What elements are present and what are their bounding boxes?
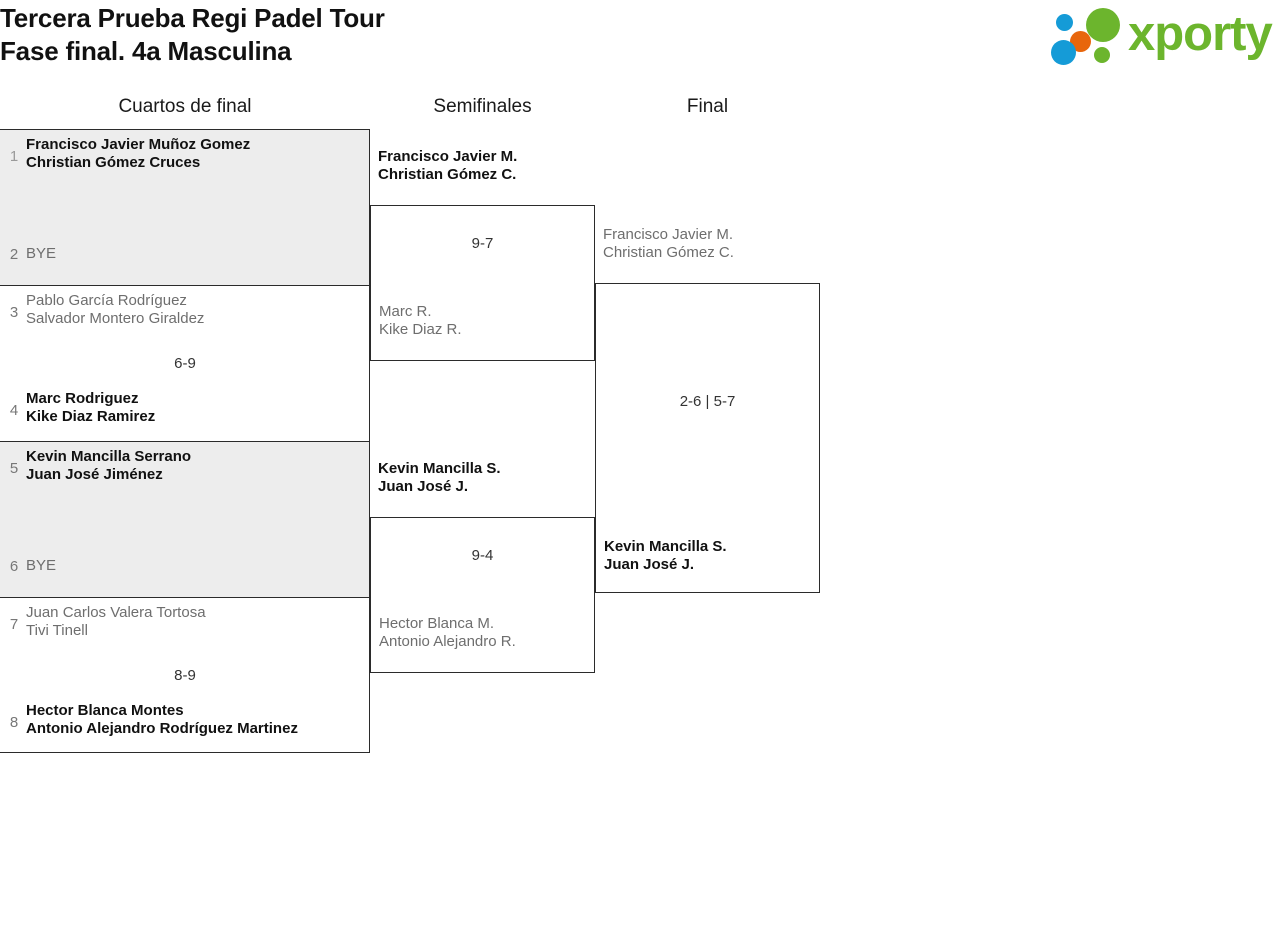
semifinal-1-loser-label: Marc R.Kike Diaz R. [379, 303, 588, 339]
player-2-name: Salvador Montero Giraldez [26, 310, 205, 327]
logo-dot-orange-icon [1070, 31, 1091, 52]
player-1-name: Juan Carlos Valera Tortosa [26, 604, 206, 621]
logo-wordmark: xporty [1128, 7, 1273, 61]
player-2-name: Christian Gómez C. [378, 166, 517, 183]
player-1-name: Pablo García Rodríguez [26, 292, 187, 309]
logo-dot-green-large-icon [1086, 8, 1120, 42]
player-2-name: Juan José J. [604, 556, 695, 573]
title-line-2: Fase final. 4a Masculina [0, 36, 292, 66]
title-line-1: Tercera Prueba Regi Padel Tour [0, 3, 385, 33]
semifinal-match-1[interactable]: 9-7 Marc R.Kike Diaz R. [370, 205, 595, 361]
seed-number: 6 [9, 558, 19, 575]
player-1-name: Francisco Javier M. [378, 148, 518, 165]
round-heading-semifinals: Semifinales [433, 96, 532, 117]
semifinal-2-winner-label: Kevin Mancilla S.Juan José J. [378, 460, 593, 496]
round-heading-quarterfinals: Cuartos de final [118, 96, 252, 117]
seed-number: 4 [9, 402, 19, 419]
player-1-name: Hector Blanca Montes [26, 702, 184, 719]
page-title: Tercera Prueba Regi Padel Tour Fase fina… [0, 2, 385, 68]
semifinal-2-loser-label: Hector Blanca M.Antonio Alejandro R. [379, 615, 588, 651]
seed-number: 8 [9, 714, 19, 731]
seed-number: 2 [9, 246, 19, 263]
player-2-name: Juan José Jiménez [26, 466, 163, 483]
player-2-name: Juan José J. [378, 478, 469, 495]
match-score: 9-7 [471, 235, 494, 252]
team-name: BYE [26, 245, 57, 262]
seed-number: 7 [9, 616, 19, 633]
player-2-name: Tivi Tinell [26, 622, 88, 639]
logo-dot-blue-large-icon [1051, 40, 1076, 65]
player-2-name: Kike Diaz Ramirez [26, 408, 156, 425]
logo-dot-blue-small-icon [1056, 14, 1073, 31]
player-2-name: Christian Gómez C. [603, 244, 734, 261]
round-heading-final: Final [686, 96, 729, 117]
match-slot-bottom[interactable]: 6 BYE [0, 546, 370, 592]
final-match[interactable]: 2-6 | 5-7 Kevin Mancilla S.Juan José J. [595, 283, 820, 593]
player-2-name: Antonio Alejandro Rodríguez Martinez [26, 720, 298, 737]
player-2-name: Antonio Alejandro R. [379, 633, 516, 650]
player-1-name: Francisco Javier M. [603, 226, 734, 243]
semifinal-match-2[interactable]: 9-4 Hector Blanca M.Antonio Alejandro R. [370, 517, 595, 673]
match-score: 9-4 [471, 547, 494, 564]
player-2-name: Kike Diaz R. [379, 321, 462, 338]
final-winner-label: Kevin Mancilla S.Juan José J. [604, 538, 813, 574]
player-1-name: Kevin Mancilla Serrano [26, 448, 192, 465]
match-score: 6-9 [174, 355, 196, 372]
match-score: 2-6 | 5-7 [679, 393, 736, 410]
xporty-logo[interactable]: xporty [1048, 6, 1274, 66]
seed-number: 5 [9, 460, 19, 477]
player-1-name: Francisco Javier Muñoz Gomez [26, 136, 251, 153]
player-2-name: Christian Gómez Cruces [26, 154, 201, 171]
player-1-name: Kevin Mancilla S. [378, 460, 501, 477]
player-1-name: Kevin Mancilla S. [604, 538, 727, 555]
player-1-name: Marc Rodriguez [26, 390, 139, 407]
seed-number: 3 [9, 304, 19, 321]
final-loser-label: Francisco Javier M.Christian Gómez C. [603, 226, 818, 262]
seed-number: 1 [9, 148, 19, 165]
match-slot-bottom[interactable]: 2 BYE [0, 234, 370, 280]
match-score: 8-9 [174, 667, 196, 684]
logo-dot-green-small-icon [1094, 47, 1110, 63]
player-1-name: Marc R. [379, 303, 432, 320]
semifinal-1-winner-label: Francisco Javier M.Christian Gómez C. [378, 148, 593, 184]
player-1-name: Hector Blanca M. [379, 615, 495, 632]
team-name: BYE [26, 557, 57, 574]
